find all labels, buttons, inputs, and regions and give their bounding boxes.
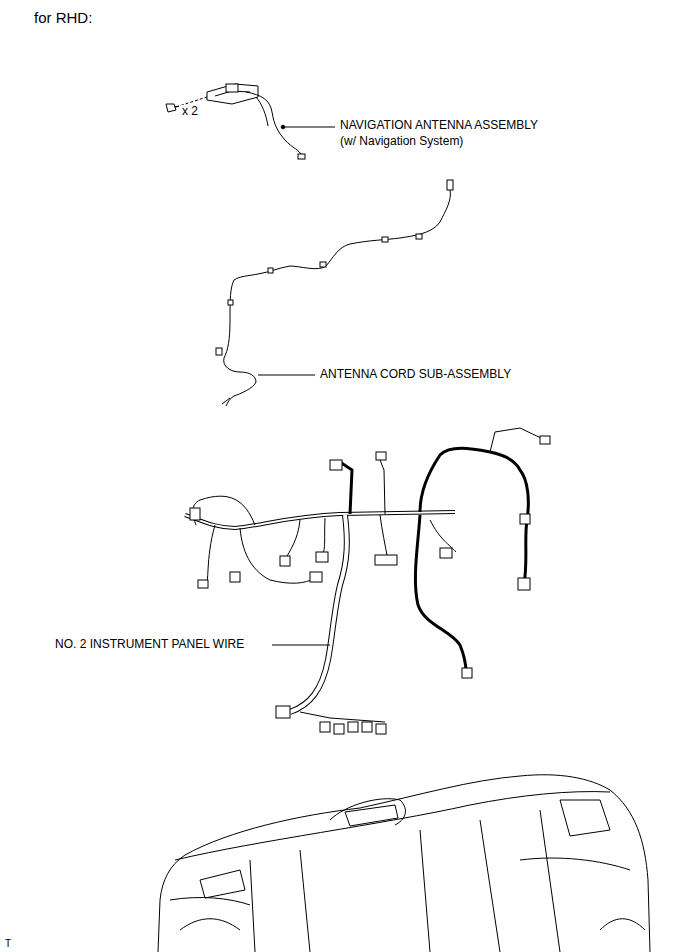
instrument-panel-wire-part [420, 448, 528, 585]
navigation-antenna-part [256, 97, 268, 126]
instrument-panel-wire-part [190, 508, 200, 520]
navigation-antenna-part [166, 104, 176, 112]
navigation-antenna-part [174, 106, 179, 107]
instrument-panel-wire-part [280, 556, 290, 566]
instrument-panel-wire-part [518, 578, 530, 590]
instrument-panel-part [345, 805, 398, 826]
instrument-panel-wire-part [290, 515, 347, 712]
antenna-cord-part [416, 234, 422, 239]
instrument-panel-wire-part [440, 548, 452, 558]
antenna-cord-part [228, 300, 233, 305]
navigation-antenna-part [246, 92, 302, 156]
instrument-panel-wire-part [300, 712, 385, 722]
part-name: ANTENNA CORD SUB-ASSEMBLY [319, 368, 512, 382]
instrument-panel-wire-part [310, 572, 322, 582]
instrument-panel-wire-part [230, 572, 240, 582]
instrument-panel-wire-part [185, 512, 455, 528]
instrument-panel-wire-part [430, 520, 456, 552]
instrument-panel-wire-part [240, 528, 315, 583]
instrument-panel-wire-part [316, 552, 328, 562]
instrument-panel-part [170, 858, 630, 905]
instrument-panel-part [330, 799, 405, 825]
antenna-cord-part [222, 398, 230, 404]
instrument-panel-wire-part [376, 452, 386, 460]
navigation-antenna-part [226, 84, 238, 92]
instrument-panel-wire-part [520, 514, 530, 524]
leader-lines-part [258, 375, 315, 376]
part-name: NO. 2 INSTRUMENT PANEL WIRE [54, 638, 245, 652]
antenna-cord-part [382, 237, 388, 242]
instrument-panel-wire-part [540, 436, 550, 444]
instrument-panel-wire-part [375, 555, 397, 565]
instrument-panel-part [200, 870, 245, 898]
instrument-panel-wire-part [380, 515, 388, 560]
instrument-panel [158, 775, 650, 952]
instrument-panel-wire-part [285, 520, 300, 560]
instrument-panel-part [158, 775, 650, 952]
part-name: NAVIGATION ANTENNA ASSEMBLY [339, 119, 539, 133]
figure-code: T [4, 938, 12, 950]
navigation-antenna-part [298, 154, 305, 159]
instrument-panel-wire-part [330, 460, 342, 470]
instrument-panel-wire-part [462, 668, 472, 678]
instrument-panel-part [175, 792, 610, 860]
antenna-cord-part [447, 180, 453, 190]
instrument-panel-wire-part [198, 580, 208, 588]
instrument-panel-wire-part [348, 722, 358, 732]
instrument-panel-wire-part [362, 722, 372, 732]
page-heading: for RHD: [33, 9, 93, 26]
instrument-panel-wire-part [193, 496, 255, 525]
instrument-panel-wire-part [322, 518, 325, 556]
antenna-cord-part [320, 262, 326, 267]
instrument-panel-part [250, 810, 560, 952]
instrument-panel-wire-part [376, 724, 386, 734]
navigation-antenna [166, 84, 305, 159]
navigation-antenna-part [207, 84, 258, 104]
instrument-panel-part [180, 919, 645, 930]
antenna-cord-part [268, 268, 273, 273]
instrument-panel-wire-part [205, 525, 215, 585]
instrument-panel-wire [185, 428, 550, 734]
instrument-panel-wire-part [415, 515, 466, 672]
instrument-panel-wire-part [490, 428, 545, 452]
instrument-panel-wire-part [320, 722, 330, 732]
leader-lines-part [284, 127, 335, 128]
instrument-panel-wire-part [276, 706, 290, 718]
part-note: (w/ Navigation System) [339, 135, 464, 149]
leader-lines [258, 127, 335, 645]
leader-lines-part [272, 645, 330, 646]
instrument-panel-wire-part [185, 512, 455, 528]
antenna-cord-part [216, 348, 222, 355]
instrument-panel-part [560, 800, 610, 836]
instrument-panel-wire-part [380, 460, 385, 514]
instrument-panel-wire-part [334, 724, 344, 734]
instrument-panel-wire-part [290, 515, 347, 712]
quantity-note: x 2 [181, 105, 199, 119]
